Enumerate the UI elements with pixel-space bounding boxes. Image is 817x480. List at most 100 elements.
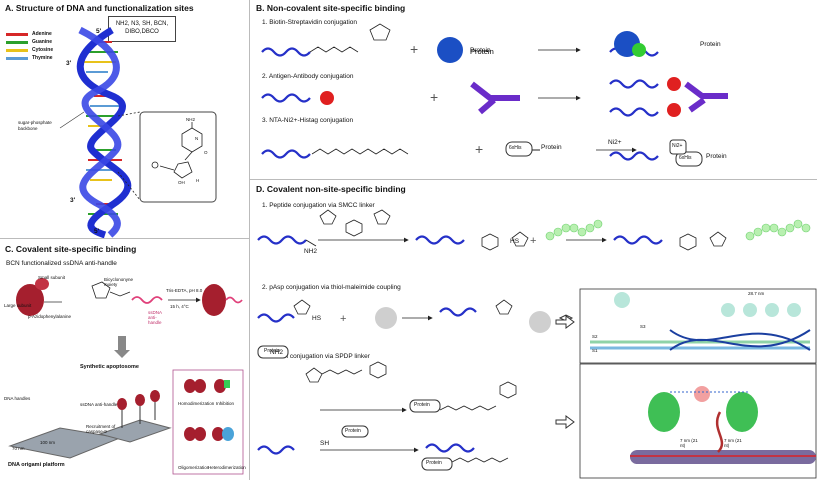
small-subunit-label: Small subunit <box>38 275 66 280</box>
legend-label: Cytosine <box>32 47 54 53</box>
legend-item: Thymine <box>6 54 53 62</box>
dna-origami-platform-2 <box>98 419 172 443</box>
antibody-icon <box>470 81 520 115</box>
anti-handle-c-label: ssDNA anti-handle <box>80 402 118 407</box>
inhibition-label: Inhibition <box>216 401 235 406</box>
caspase-conjugated <box>202 284 226 316</box>
inset-s1-label: S1 <box>592 348 598 353</box>
ni-arrow-label: Ni2+ <box>608 139 622 146</box>
mode-icons <box>184 379 234 441</box>
nta-linker <box>311 148 409 155</box>
legend-swatch <box>6 56 28 60</box>
protein-box-2 <box>409 399 441 413</box>
heterodimer-label: Heterodimerization <box>208 465 246 470</box>
backbone-label: sugar-phosphate backbone <box>18 120 52 131</box>
five-prime-top: 5' <box>96 28 102 35</box>
caspase-bound-small <box>117 390 160 428</box>
legend-swatch <box>6 40 28 44</box>
dim-100-label: 100 nm <box>40 440 56 445</box>
inset-length-label-2: 7 nm (21 nt) <box>724 438 742 448</box>
smcc-linker <box>293 209 727 315</box>
protein-label-2: Protein <box>700 41 721 48</box>
antigen-icon <box>320 91 334 105</box>
panel-c-title: C. Covalent site-specific binding <box>5 244 137 254</box>
functionalization-sites-text: NH2, N3, SH, BCN, DIBO,DBCO <box>115 21 169 35</box>
inset1-graphics <box>590 292 811 351</box>
large-subunit-label: Large subunit <box>4 303 32 308</box>
inset-distance-label: 28.7 nm <box>748 291 765 296</box>
inset-s2-label: S2 <box>592 334 598 339</box>
nh2-label-d2: NH2 <box>270 349 284 356</box>
panel-c-figure <box>8 278 244 475</box>
antibody-bound-icon <box>684 81 728 113</box>
histag-bound-label: 6xHis <box>679 155 692 161</box>
panel-b-figure: Protein + + + <box>261 23 728 167</box>
panel-d-figure: + + <box>257 209 817 479</box>
panel-d-title: D. Covalent non-site-specific binding <box>256 184 406 194</box>
right-horizontal-divider <box>250 179 817 180</box>
o-label: O <box>204 150 208 155</box>
three-prime-bottom: 3' <box>70 197 76 204</box>
legend-item: Cytosine <box>6 46 53 54</box>
bcn-label: Bicyclononyne moiety <box>104 277 134 287</box>
protein-box-1 <box>257 345 289 359</box>
inset-s3-label: S3 <box>640 324 646 329</box>
nucleotide-zoom-box <box>139 111 217 203</box>
inset2-graphics <box>630 386 816 464</box>
legend-label: Adenine <box>32 31 52 37</box>
dna-strand-1 <box>76 26 132 238</box>
panel-b-title: B. Non-covalent site-specific binding <box>256 3 406 13</box>
legend-label: Guanine <box>32 39 53 45</box>
anti-handle-label: ssDNA anti-handle <box>148 310 162 325</box>
nh2-label: NH2 <box>186 117 196 122</box>
d-item-1-label: 1. Peptide conjugation via SMCC linker <box>262 202 375 209</box>
histag-label: 6xHis <box>509 145 522 151</box>
legend-item: Adenine <box>6 30 53 38</box>
panel-c-subtitle: BCN functionalized ssDNA anti-handle <box>6 260 117 267</box>
protein-text-1: Protein <box>264 348 280 354</box>
dim-70-label: 70 nm <box>12 446 25 451</box>
condition-label: 15 h, 4°C <box>170 304 189 309</box>
protein-label-4: Protein <box>706 153 727 160</box>
spdp-linker <box>305 361 517 463</box>
dna-helix-figure <box>59 26 217 238</box>
protein-box-4 <box>421 457 453 471</box>
svg-text:Protein: Protein <box>470 47 494 56</box>
dna-strand-2 <box>78 26 122 238</box>
oh-label: OH <box>178 180 185 185</box>
peptide-chain <box>545 219 811 241</box>
ssdna-anti-handle-strand <box>131 296 163 304</box>
ni-bound-label: Ni2+ <box>672 143 683 149</box>
oligomer-label: Oligomerization <box>178 465 210 470</box>
biotin-linker <box>309 23 391 53</box>
pasp-particle <box>375 307 397 329</box>
five-prime-bottom: 5' <box>94 228 100 235</box>
left-horizontal-divider <box>0 238 249 239</box>
protein-label-1: Protein <box>470 47 491 54</box>
protein-text-2: Protein <box>414 402 430 408</box>
panel-a-title: A. Structure of DNA and functionalizatio… <box>5 3 194 13</box>
d-item-2-label: 2. pAsp conjugation via thiol-maleimide … <box>262 284 401 291</box>
bcn-linker <box>91 281 131 299</box>
modes-box <box>172 369 244 475</box>
homodimer-label: Homodimerization <box>178 401 215 406</box>
zoom-lines <box>117 111 141 201</box>
svg-text:+: + <box>410 41 418 57</box>
pasp-particle-bound <box>529 311 551 333</box>
protein-text-3: Protein <box>345 428 361 434</box>
nh2-label-d: NH2 <box>304 248 318 255</box>
inset-length-label-1: 7 nm (21 nt) <box>680 438 698 448</box>
legend-swatch <box>6 48 28 52</box>
ssdna-strands <box>261 47 659 161</box>
sh-label: SH <box>320 440 330 447</box>
vertical-divider <box>249 0 250 480</box>
caspase-small-subunit <box>35 278 49 290</box>
azido-label: p-Azidophenylalanine <box>28 314 72 319</box>
inset-arrow-2 <box>555 415 575 429</box>
down-arrow-icon <box>118 336 126 350</box>
inset-arrow-1 <box>555 315 575 329</box>
three-prime-top: 3' <box>66 60 72 67</box>
d-item-3-label: 3.Protein conjugation via SPDP linker <box>262 353 370 360</box>
svg-text:+: + <box>430 89 438 105</box>
ssdna-strands-d <box>257 235 663 455</box>
